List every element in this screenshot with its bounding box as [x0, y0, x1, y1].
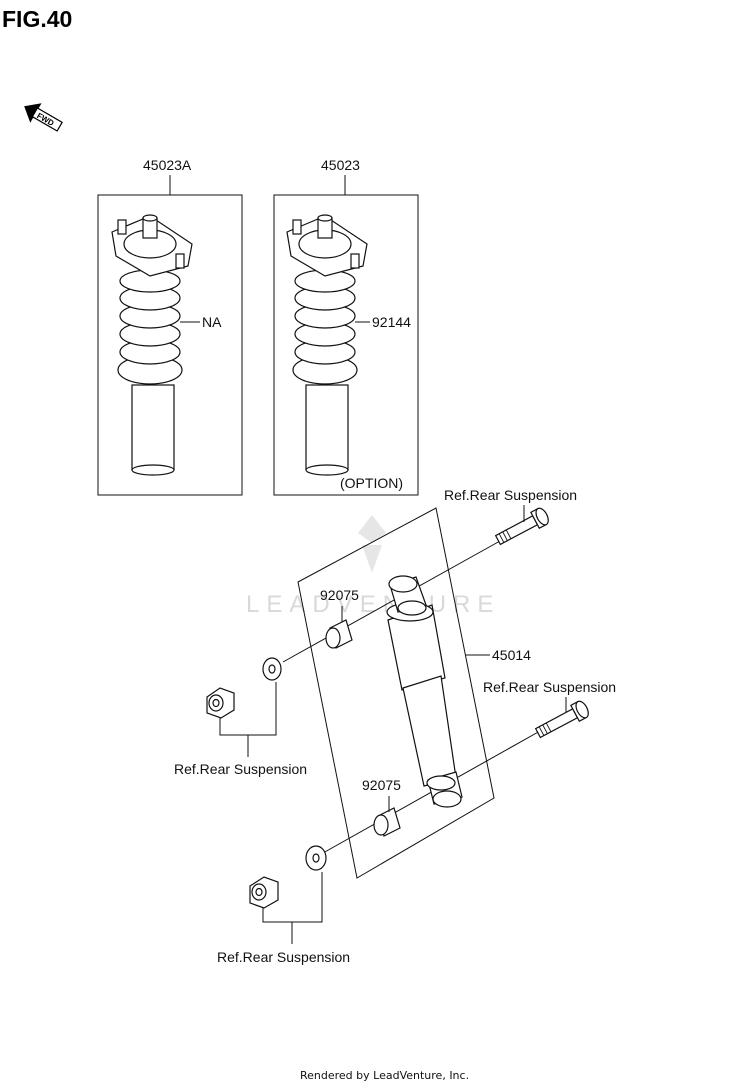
callout-92144: 92144	[372, 314, 411, 330]
callout-ref-bolt-top: Ref.Rear Suspension	[444, 487, 577, 503]
lower-bolt	[534, 700, 589, 739]
shock-group-outline	[297, 507, 495, 879]
callout-92075-top: 92075	[320, 587, 359, 603]
option-note: (OPTION)	[340, 475, 403, 491]
footer-credit: Rendered by LeadVenture, Inc.	[300, 1069, 469, 1082]
callout-na: NA	[202, 314, 222, 330]
forward-arrow-icon: FWD	[24, 103, 63, 132]
assembly-45023a: 45023A NA	[97, 157, 243, 496]
assembly-45023: 45023 92144 (OPTION)	[273, 157, 419, 496]
watermark-text: LEADVENTURE	[246, 591, 500, 618]
watermark: LEADVENTURE	[246, 515, 500, 618]
callout-45023: 45023	[321, 157, 360, 173]
figure-title: FIG.40	[2, 6, 72, 32]
assembly-box-b	[273, 194, 419, 496]
upper-bolt	[494, 507, 549, 546]
callout-ref-nut-top: Ref.Rear Suspension	[174, 761, 307, 777]
rear-shock-exploded: 45014	[174, 487, 616, 965]
lower-nut	[249, 876, 279, 909]
callout-92075-bottom: 92075	[362, 777, 401, 793]
callout-45014: 45014	[492, 647, 531, 663]
callout-ref-nut-bottom: Ref.Rear Suspension	[217, 949, 350, 965]
callout-45023a: 45023A	[143, 157, 192, 173]
callout-ref-bolt-bottom: Ref.Rear Suspension	[483, 679, 616, 695]
upper-nut	[206, 687, 235, 719]
